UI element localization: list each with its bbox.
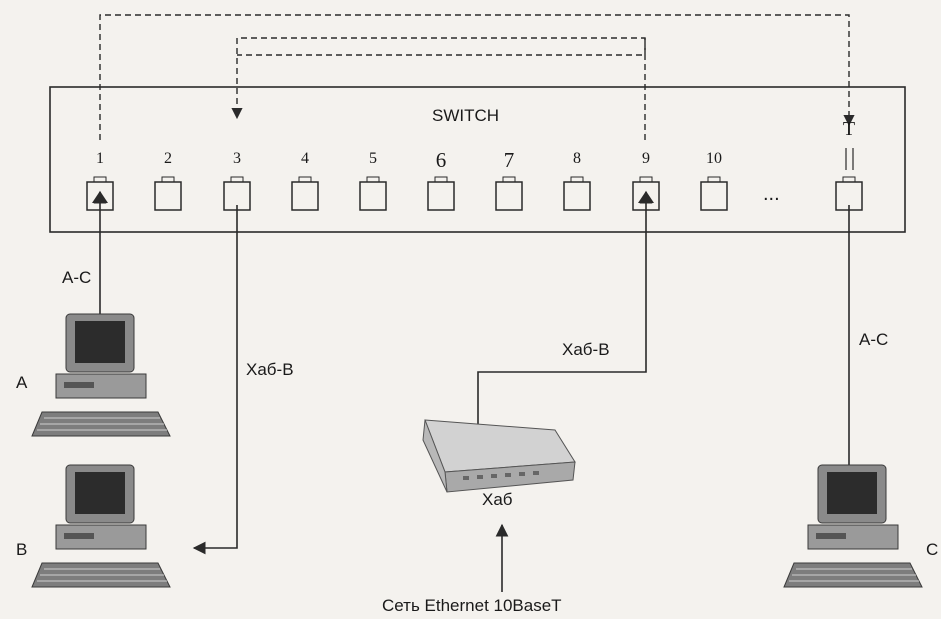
port-number-7: 7 — [503, 148, 515, 172]
port-number-3: 3 — [233, 150, 241, 167]
port-number-1: 1 — [96, 150, 104, 167]
port-icon — [427, 181, 455, 211]
switch-box — [49, 86, 906, 233]
port-number-5: 5 — [369, 150, 377, 167]
port-number-8: 8 — [573, 150, 581, 167]
hub-icon — [422, 419, 576, 493]
label-hub-b-right: Хаб-В — [562, 340, 610, 359]
port-T-label: T — [842, 118, 856, 140]
label-a-c-right: A-C — [859, 330, 889, 349]
label-hub: Хаб — [482, 490, 513, 509]
dashed-link-9-to-3 — [231, 37, 646, 140]
cable-hub-to-port9 — [477, 190, 653, 425]
port-number-9: 9 — [642, 150, 650, 167]
port-icon — [291, 181, 319, 211]
port-ellipsis: ... — [763, 183, 780, 205]
computer-icon — [31, 464, 171, 588]
port-icon — [154, 181, 182, 211]
port-icon — [700, 181, 728, 211]
switch-label: SWITCH — [432, 106, 500, 125]
switch-ports — [86, 176, 863, 211]
port-number-10: 10 — [706, 150, 722, 167]
port-icon — [495, 181, 523, 211]
port-icon — [563, 181, 591, 211]
port-number-6: 6 — [435, 148, 447, 172]
dashed-link-1-to-T — [99, 14, 855, 140]
label-node-c: C — [926, 540, 939, 559]
label-node-a: A — [16, 373, 28, 392]
cable-port3-to-B — [192, 205, 238, 555]
label-ethernet: Сеть Ethernet 10BaseT — [382, 596, 562, 615]
dashed-link-9-inner — [237, 38, 646, 56]
computer-icon — [783, 464, 923, 588]
computer-icon — [31, 313, 171, 437]
port-number-4: 4 — [301, 150, 309, 167]
label-hub-b-left: Хаб-В — [246, 360, 294, 379]
label-a-c-left: A-C — [62, 268, 92, 287]
port-icon — [359, 181, 387, 211]
port-number-2: 2 — [164, 150, 172, 167]
label-node-b: B — [16, 540, 28, 559]
